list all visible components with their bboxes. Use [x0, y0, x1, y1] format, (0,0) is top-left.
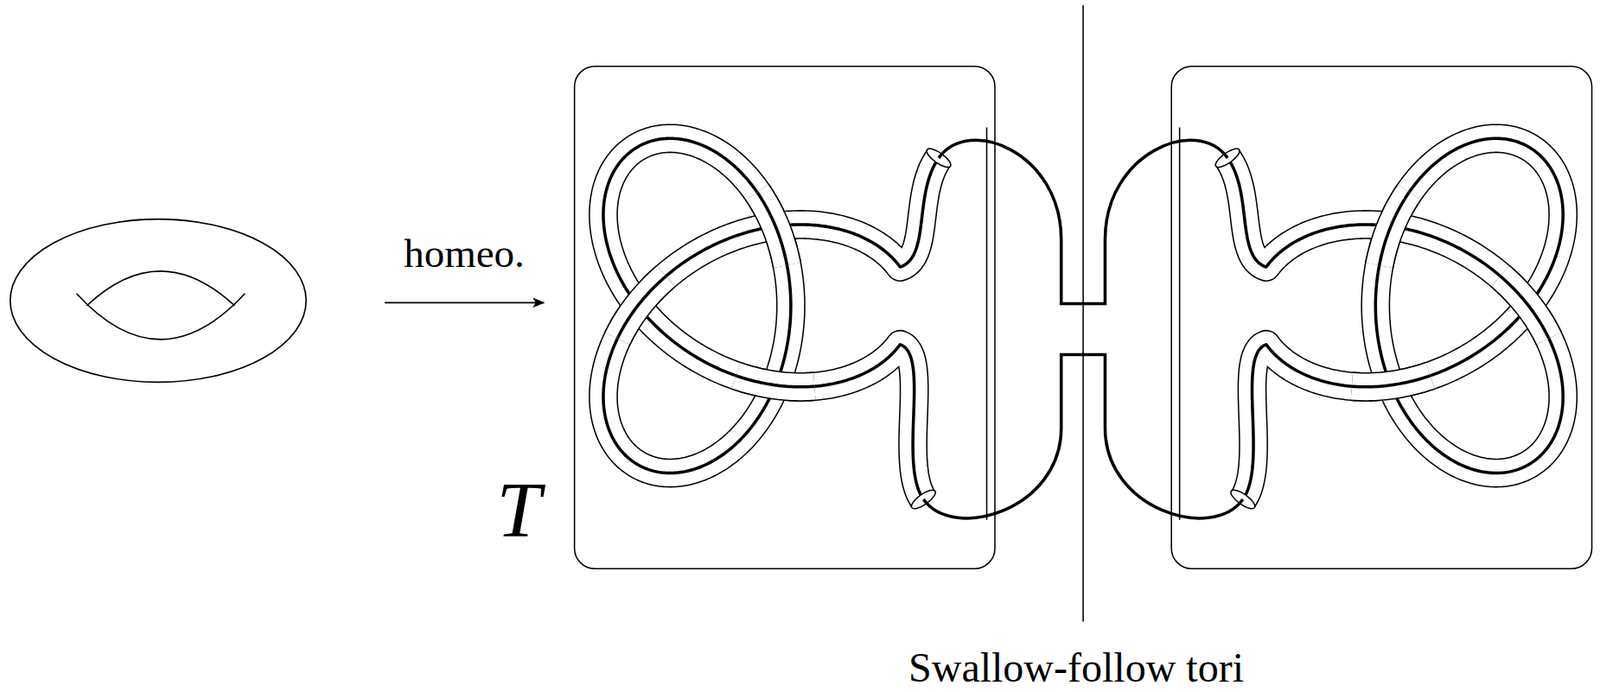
homeo-arrow [384, 301, 544, 304]
knotted-tube [603, 138, 954, 512]
tube-outline [757, 191, 788, 266]
tube-outline [603, 138, 939, 500]
mirrored-knot-half [1082, 66, 1592, 570]
knot-core [603, 138, 939, 500]
knot-half [574, 66, 1084, 570]
figure-label: Swallow-follow tori [908, 647, 1244, 689]
dividing-line [1082, 5, 1084, 623]
tube-body [617, 276, 666, 339]
tube-outline [617, 276, 666, 339]
torus-outline [10, 219, 306, 383]
tube-body [757, 191, 788, 266]
ball-box [574, 66, 995, 570]
knot-core [757, 191, 788, 266]
band-core-top [938, 140, 1084, 304]
torus-name: T [496, 470, 541, 550]
knot-core [617, 276, 666, 339]
torus-hole-lower [76, 293, 246, 340]
sphere-line [986, 127, 989, 520]
map-label: homeo. [403, 233, 525, 275]
torus-hole-upper [86, 271, 235, 306]
tube-body [603, 138, 939, 500]
tube-outline [736, 376, 816, 388]
knot-core [736, 376, 816, 388]
torus [10, 219, 306, 383]
band-core-bottom [923, 355, 1084, 519]
tube-body [736, 376, 816, 388]
